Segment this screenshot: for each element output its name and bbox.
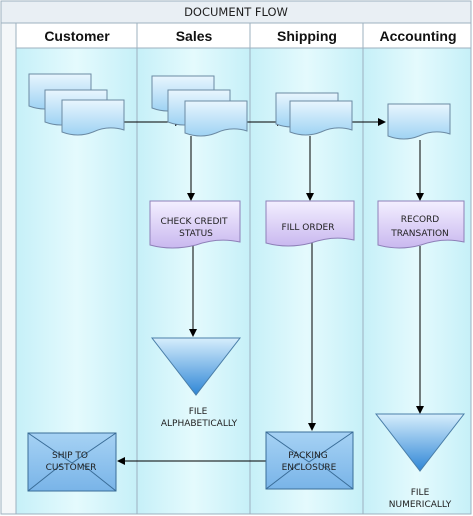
packing-enclosure-envelope: PACKING ENCLOSURE <box>265 431 354 490</box>
lane-headers: Customer Sales Shipping Accounting <box>15 22 472 49</box>
file-alphabetically-label-line2: ALPHABETICALLY <box>161 419 238 429</box>
check-credit-label-line2: STATUS <box>179 229 213 239</box>
file-alphabetically-triangle <box>150 337 242 396</box>
connectors <box>117 118 424 465</box>
ship-envelope-label-line1: SHIP TO <box>52 451 88 461</box>
diagram-title: DOCUMENT FLOW <box>184 5 288 19</box>
lane-header-customer <box>15 22 138 49</box>
ship-envelope-flap <box>27 432 117 492</box>
record-transaction-label-line2: TRANSATION <box>390 229 449 239</box>
check-credit-status-document <box>149 200 241 249</box>
lane-label-accounting: Accounting <box>380 28 457 44</box>
lane-header-accounting <box>362 22 472 49</box>
fill-order-document <box>265 200 355 247</box>
file-numerically-label-line1: FILE <box>411 488 430 498</box>
lane-label-shipping: Shipping <box>277 28 337 44</box>
ship-envelope-label-line2: CUSTOMER <box>46 463 97 473</box>
file-numerically-triangle <box>374 413 466 472</box>
packing-envelope-label-line2: ENCLOSURE <box>282 463 337 473</box>
customer-document-3 <box>61 99 125 136</box>
lane-header-shipping <box>249 22 364 49</box>
file-numerically-label-line2: NUMERICALLY <box>389 500 452 510</box>
packing-envelope-label-line1: PACKING <box>288 451 327 461</box>
lane-label-customer: Customer <box>44 28 110 44</box>
fill-order-label: FILL ORDER <box>282 223 335 233</box>
record-transaction-document <box>377 200 465 249</box>
lane-label-sales: Sales <box>176 28 213 44</box>
row-header-strip <box>0 22 17 515</box>
customer-document-stack <box>28 73 125 136</box>
sales-document-stack <box>151 75 248 137</box>
file-alphabetically-label-line1: FILE <box>189 407 208 417</box>
shipping-document-stack <box>275 92 353 136</box>
accounting-document <box>387 103 451 140</box>
shipping-document-2 <box>289 100 353 136</box>
sales-document-3 <box>184 100 248 137</box>
record-transaction-label-line1: RECORD <box>401 215 440 225</box>
ship-to-customer-envelope: SHIP TO CUSTOMER <box>27 432 117 492</box>
check-credit-label-line1: CHECK CREDIT <box>160 217 228 227</box>
packing-envelope-flap <box>265 431 354 490</box>
